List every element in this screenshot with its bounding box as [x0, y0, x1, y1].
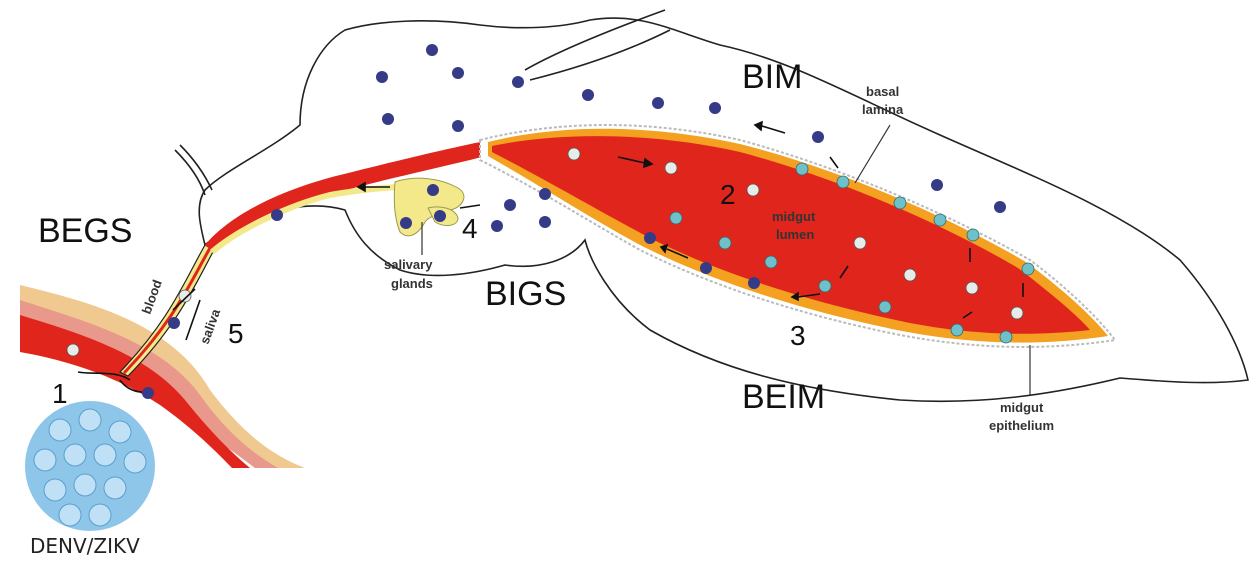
label-begs: BEGS — [38, 212, 132, 250]
virion-navy — [400, 217, 412, 229]
virion-navy — [700, 262, 712, 274]
label-salivary-line2: glands — [391, 276, 433, 291]
virion-teal — [967, 229, 979, 241]
virion-white — [665, 162, 677, 174]
virion-navy — [512, 76, 524, 88]
virion-teal — [670, 212, 682, 224]
capsomere — [44, 479, 66, 501]
capsomere — [74, 474, 96, 496]
virion-white — [568, 148, 580, 160]
step-5: 5 — [228, 318, 244, 349]
capsomere — [49, 419, 71, 441]
capsomere — [104, 477, 126, 499]
virion-teal — [934, 214, 946, 226]
capsomere — [64, 444, 86, 466]
virion-navy — [644, 232, 656, 244]
virion-navy — [994, 201, 1006, 213]
virion-white — [854, 237, 866, 249]
label-salivary-line1: salivary — [384, 257, 433, 272]
capsomere — [34, 449, 56, 471]
virion-navy — [452, 120, 464, 132]
virion-navy — [376, 71, 388, 83]
label-basal-line1: basal — [866, 84, 899, 99]
virion-teal — [1000, 331, 1012, 343]
label-saliva: saliva — [197, 306, 224, 346]
virion-navy — [142, 387, 154, 399]
virion-navy — [434, 210, 446, 222]
virion-white — [179, 290, 191, 302]
virion-navy — [452, 67, 464, 79]
capsomere — [59, 504, 81, 526]
virion-navy — [491, 220, 503, 232]
capsomere — [79, 409, 101, 431]
virion-white — [1011, 307, 1023, 319]
virion-navy — [539, 216, 551, 228]
virion-navy — [931, 179, 943, 191]
capsomere — [94, 444, 116, 466]
arrow — [186, 300, 200, 340]
capsomere — [109, 421, 131, 443]
label-bigs: BIGS — [485, 275, 566, 313]
virion-navy — [382, 113, 394, 125]
step-1: 1 — [52, 378, 68, 409]
virus-particle — [25, 401, 155, 531]
virion-white — [67, 344, 79, 356]
step-4: 4 — [462, 213, 478, 244]
virion-navy — [582, 89, 594, 101]
virion-navy — [504, 199, 516, 211]
virion-white — [747, 184, 759, 196]
virion-teal — [819, 280, 831, 292]
capsomere — [89, 504, 111, 526]
capsomere — [124, 451, 146, 473]
virion-teal — [719, 237, 731, 249]
label-blood: blood — [139, 278, 165, 316]
leg-2 — [180, 145, 212, 190]
virion-white — [904, 269, 916, 281]
label-epithelium-line1: midgut — [1000, 400, 1044, 415]
label-bim: BIM — [742, 58, 802, 96]
label-epithelium-line2: epithelium — [989, 418, 1054, 433]
label-virus: DENV/ZIKV — [30, 534, 140, 558]
virion-teal — [796, 163, 808, 175]
virion-teal — [879, 301, 891, 313]
virion-teal — [837, 176, 849, 188]
virion-teal — [951, 324, 963, 336]
label-lumen-line2: lumen — [776, 227, 814, 242]
label-lumen-line1: midgut — [772, 209, 816, 224]
virion-navy — [271, 209, 283, 221]
virion-navy — [652, 97, 664, 109]
virion-teal — [765, 256, 777, 268]
virion-white — [966, 282, 978, 294]
label-beim: BEIM — [742, 378, 825, 416]
virion-navy — [168, 317, 180, 329]
virion-navy — [539, 188, 551, 200]
step-2: 2 — [720, 179, 736, 210]
virion-teal — [1022, 263, 1034, 275]
virion-navy — [427, 184, 439, 196]
virion-navy — [709, 102, 721, 114]
virion-teal — [894, 197, 906, 209]
label-basal-line2: lamina — [862, 102, 904, 117]
virion-navy — [748, 277, 760, 289]
virion-navy — [426, 44, 438, 56]
step-3: 3 — [790, 320, 806, 351]
virion-navy — [812, 131, 824, 143]
